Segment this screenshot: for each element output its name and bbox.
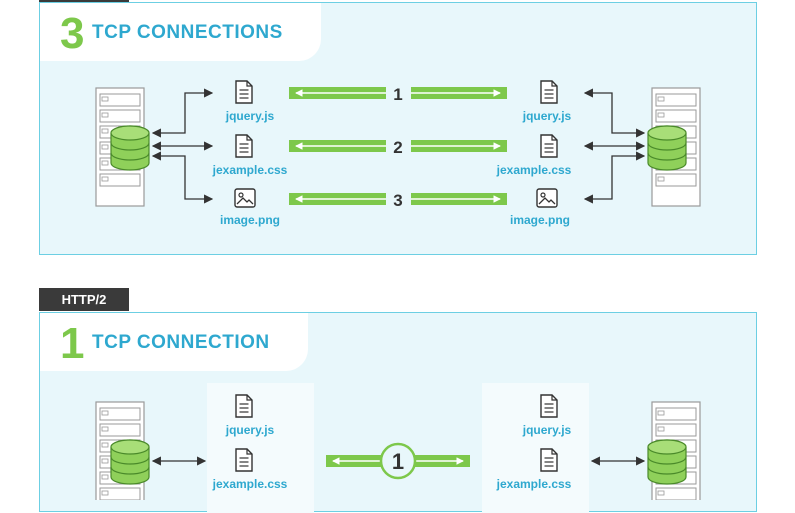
document-icon (235, 448, 253, 472)
diagram-canvas: 1 2 3 1 (95, 80, 701, 500)
document-icon (540, 394, 558, 418)
connection-number: 3 (393, 191, 402, 210)
http2-client-file-label: jquery.js (225, 423, 275, 437)
connection-number: 1 (393, 85, 402, 104)
http1-server-file-label: jexample.css (496, 163, 572, 177)
http1-server-file-label: jquery.js (522, 109, 572, 123)
http1-client-file-label: image.png (219, 213, 280, 227)
http1-client-arrows (151, 88, 214, 204)
document-icon (540, 134, 558, 158)
image-icon (536, 188, 558, 208)
image-icon (234, 188, 256, 208)
tcp-connection-pipe (326, 442, 470, 480)
remote-server-icon (647, 401, 701, 500)
connection-number: 2 (393, 138, 402, 157)
http2-connection-count: 1 (60, 319, 85, 368)
http1-server-arrows (583, 88, 646, 204)
tcp-connection-pipe (289, 190, 507, 208)
connection-number: 1 (392, 449, 404, 474)
client-server-icon (95, 87, 150, 207)
http2-server-file-label: jexample.css (496, 477, 572, 491)
document-icon (540, 448, 558, 472)
document-icon (540, 80, 558, 104)
http1-connection-count: 3 (60, 9, 85, 58)
document-icon (235, 134, 253, 158)
http2-server-lane (482, 383, 589, 513)
tcp-connection-pipe (289, 137, 507, 155)
document-icon (235, 394, 253, 418)
http1-title-box: 3 TCP CONNECTIONS (40, 3, 321, 61)
http1-client-file-label: jexample.css (212, 163, 288, 177)
http2-title: TCP CONNECTION (92, 332, 270, 353)
http2-client-file-label: jexample.css (212, 477, 288, 491)
remote-server-icon (647, 87, 701, 207)
client-server-icon (95, 401, 150, 500)
http2-tab: HTTP/2 (39, 288, 129, 311)
tcp-connection-pipe (289, 84, 507, 102)
http1-server-file-label: image.png (509, 213, 570, 227)
http2-client-lane (207, 383, 314, 513)
http1-client-file-label: jquery.js (225, 109, 275, 123)
http1-title: TCP CONNECTIONS (92, 22, 283, 43)
http1-tab (39, 0, 129, 3)
http2-title-box: 1 TCP CONNECTION (40, 313, 308, 371)
document-icon (235, 80, 253, 104)
http2-server-file-label: jquery.js (522, 423, 572, 437)
